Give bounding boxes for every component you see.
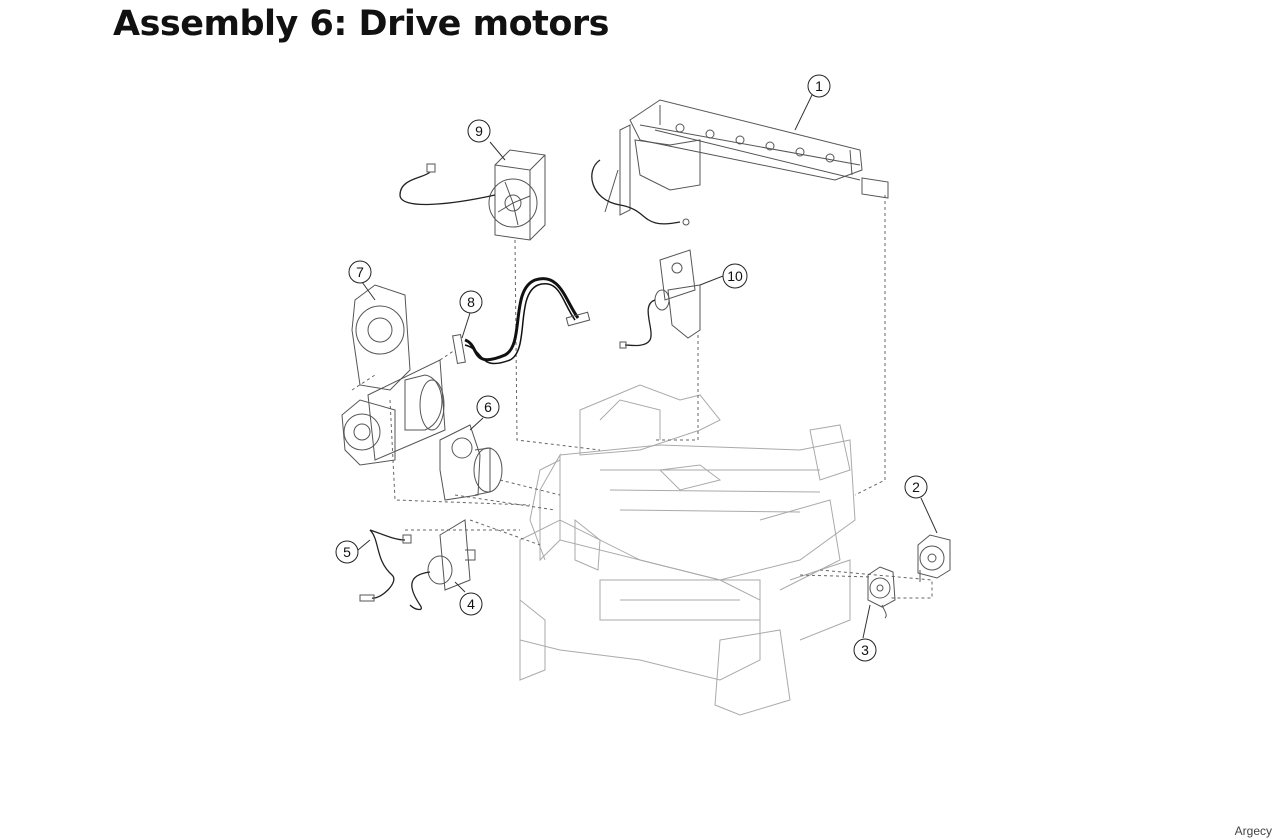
callout-5: 5 (335, 540, 359, 564)
svg-text:4: 4 (467, 596, 475, 612)
callout-2: 2 (904, 475, 928, 499)
page-title: Assembly 6: Drive motors (113, 4, 609, 44)
callout-leaders (357, 94, 938, 639)
solenoid-motor (409, 519, 476, 611)
svg-text:10: 10 (727, 268, 743, 284)
callout-9: 9 (467, 119, 491, 143)
svg-text:8: 8 (467, 294, 475, 310)
svg-text:2: 2 (912, 479, 920, 495)
watermark-text: Argecy (1234, 824, 1272, 838)
svg-text:1: 1 (815, 78, 823, 94)
svg-text:9: 9 (475, 123, 483, 139)
cooling-fan (917, 534, 951, 582)
svg-text:5: 5 (343, 544, 351, 560)
drive-motor-bracket (619, 249, 701, 349)
main-fan (399, 149, 546, 241)
printer-frame (519, 384, 856, 716)
stepper-motor-bracket (439, 424, 503, 501)
callout-10: 10 (722, 263, 748, 289)
svg-text:7: 7 (356, 264, 364, 280)
leader-lines (351, 195, 933, 599)
main-drive-gearbox (341, 284, 446, 466)
sensor-cable (359, 529, 412, 602)
motor-cable (452, 277, 591, 365)
svg-text:6: 6 (484, 399, 492, 415)
callout-1: 1 (807, 74, 831, 98)
cooling-fan-small (867, 566, 896, 619)
callout-7: 7 (348, 260, 372, 284)
svg-text:3: 3 (861, 642, 869, 658)
callout-3: 3 (853, 638, 877, 662)
callout-8: 8 (459, 290, 483, 314)
callout-4: 4 (459, 592, 483, 616)
fuser-drive-assembly (591, 99, 889, 226)
callout-6: 6 (476, 395, 500, 419)
